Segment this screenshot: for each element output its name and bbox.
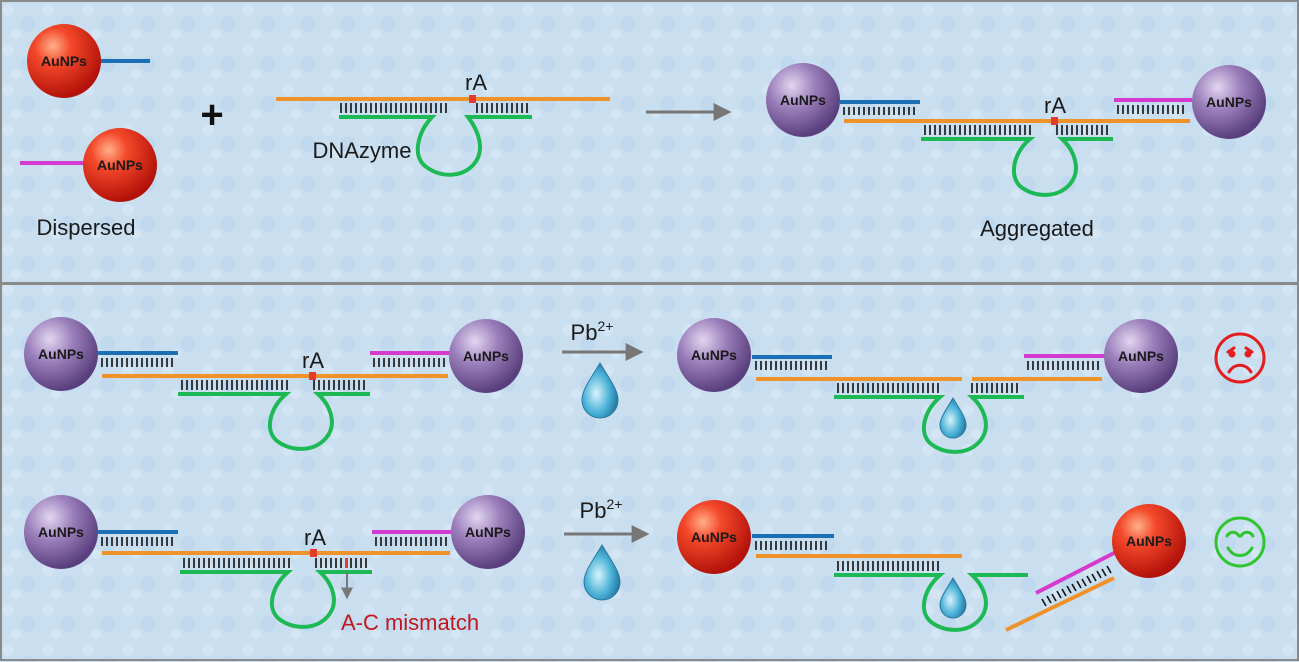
particle-label: AuNPs: [38, 346, 84, 362]
dnazyme-complex-top: [276, 95, 610, 177]
particle-label: AuNPs: [691, 347, 737, 363]
particle-label: AuNPs: [1118, 348, 1164, 364]
lead-ion-label-row2: Pb2+: [580, 496, 623, 523]
water-drop-icon: [939, 397, 967, 439]
ra-label-aggregated: rA: [1044, 93, 1066, 118]
dnazyme-label: DNAzyme: [312, 138, 411, 163]
bottom-panel-border: [0, 283, 1299, 661]
particle-label: AuNPs: [780, 92, 826, 108]
water-drop-icon: [581, 362, 619, 419]
particle-label: AuNPs: [97, 157, 143, 173]
cleaved-assembly-row1: [677, 318, 1178, 454]
assembly-row1-left: [24, 317, 523, 451]
aggregated-caption: Aggregated: [980, 216, 1094, 241]
dispersed-product-row2: [677, 500, 1186, 632]
assembly-row2-left: [24, 495, 525, 629]
dispersed-particle-magenta: AuNPs: [20, 128, 157, 202]
happy-face-icon: [1214, 516, 1266, 568]
lead-ion-label-row1: Pb2+: [571, 318, 614, 345]
particle-label: AuNPs: [1206, 94, 1252, 110]
dispersed-particle-blue: AuNPs: [27, 24, 150, 98]
particle-label: AuNPs: [38, 524, 84, 540]
water-drop-icon: [939, 577, 967, 619]
ion-charge: 2+: [597, 318, 613, 334]
sad-face-icon: [1214, 332, 1266, 384]
particle-label: AuNPs: [463, 348, 509, 364]
ion-base: Pb: [580, 498, 607, 523]
mismatch-label: A-C mismatch: [341, 610, 479, 635]
particle-label: AuNPs: [465, 524, 511, 540]
ion-charge: 2+: [606, 496, 622, 512]
plus-sign: +: [200, 93, 223, 137]
ra-label-row2: rA: [304, 525, 326, 550]
particle-label: AuNPs: [691, 529, 737, 545]
ra-label-top: rA: [465, 70, 487, 95]
particle-label: AuNPs: [1126, 533, 1172, 549]
water-drop-icon: [583, 544, 621, 601]
particle-label: AuNPs: [41, 53, 87, 69]
aggregated-assembly: [766, 63, 1266, 197]
ion-base: Pb: [571, 320, 598, 345]
ra-label-row1: rA: [302, 348, 324, 373]
dispersed-caption: Dispersed: [36, 215, 135, 240]
